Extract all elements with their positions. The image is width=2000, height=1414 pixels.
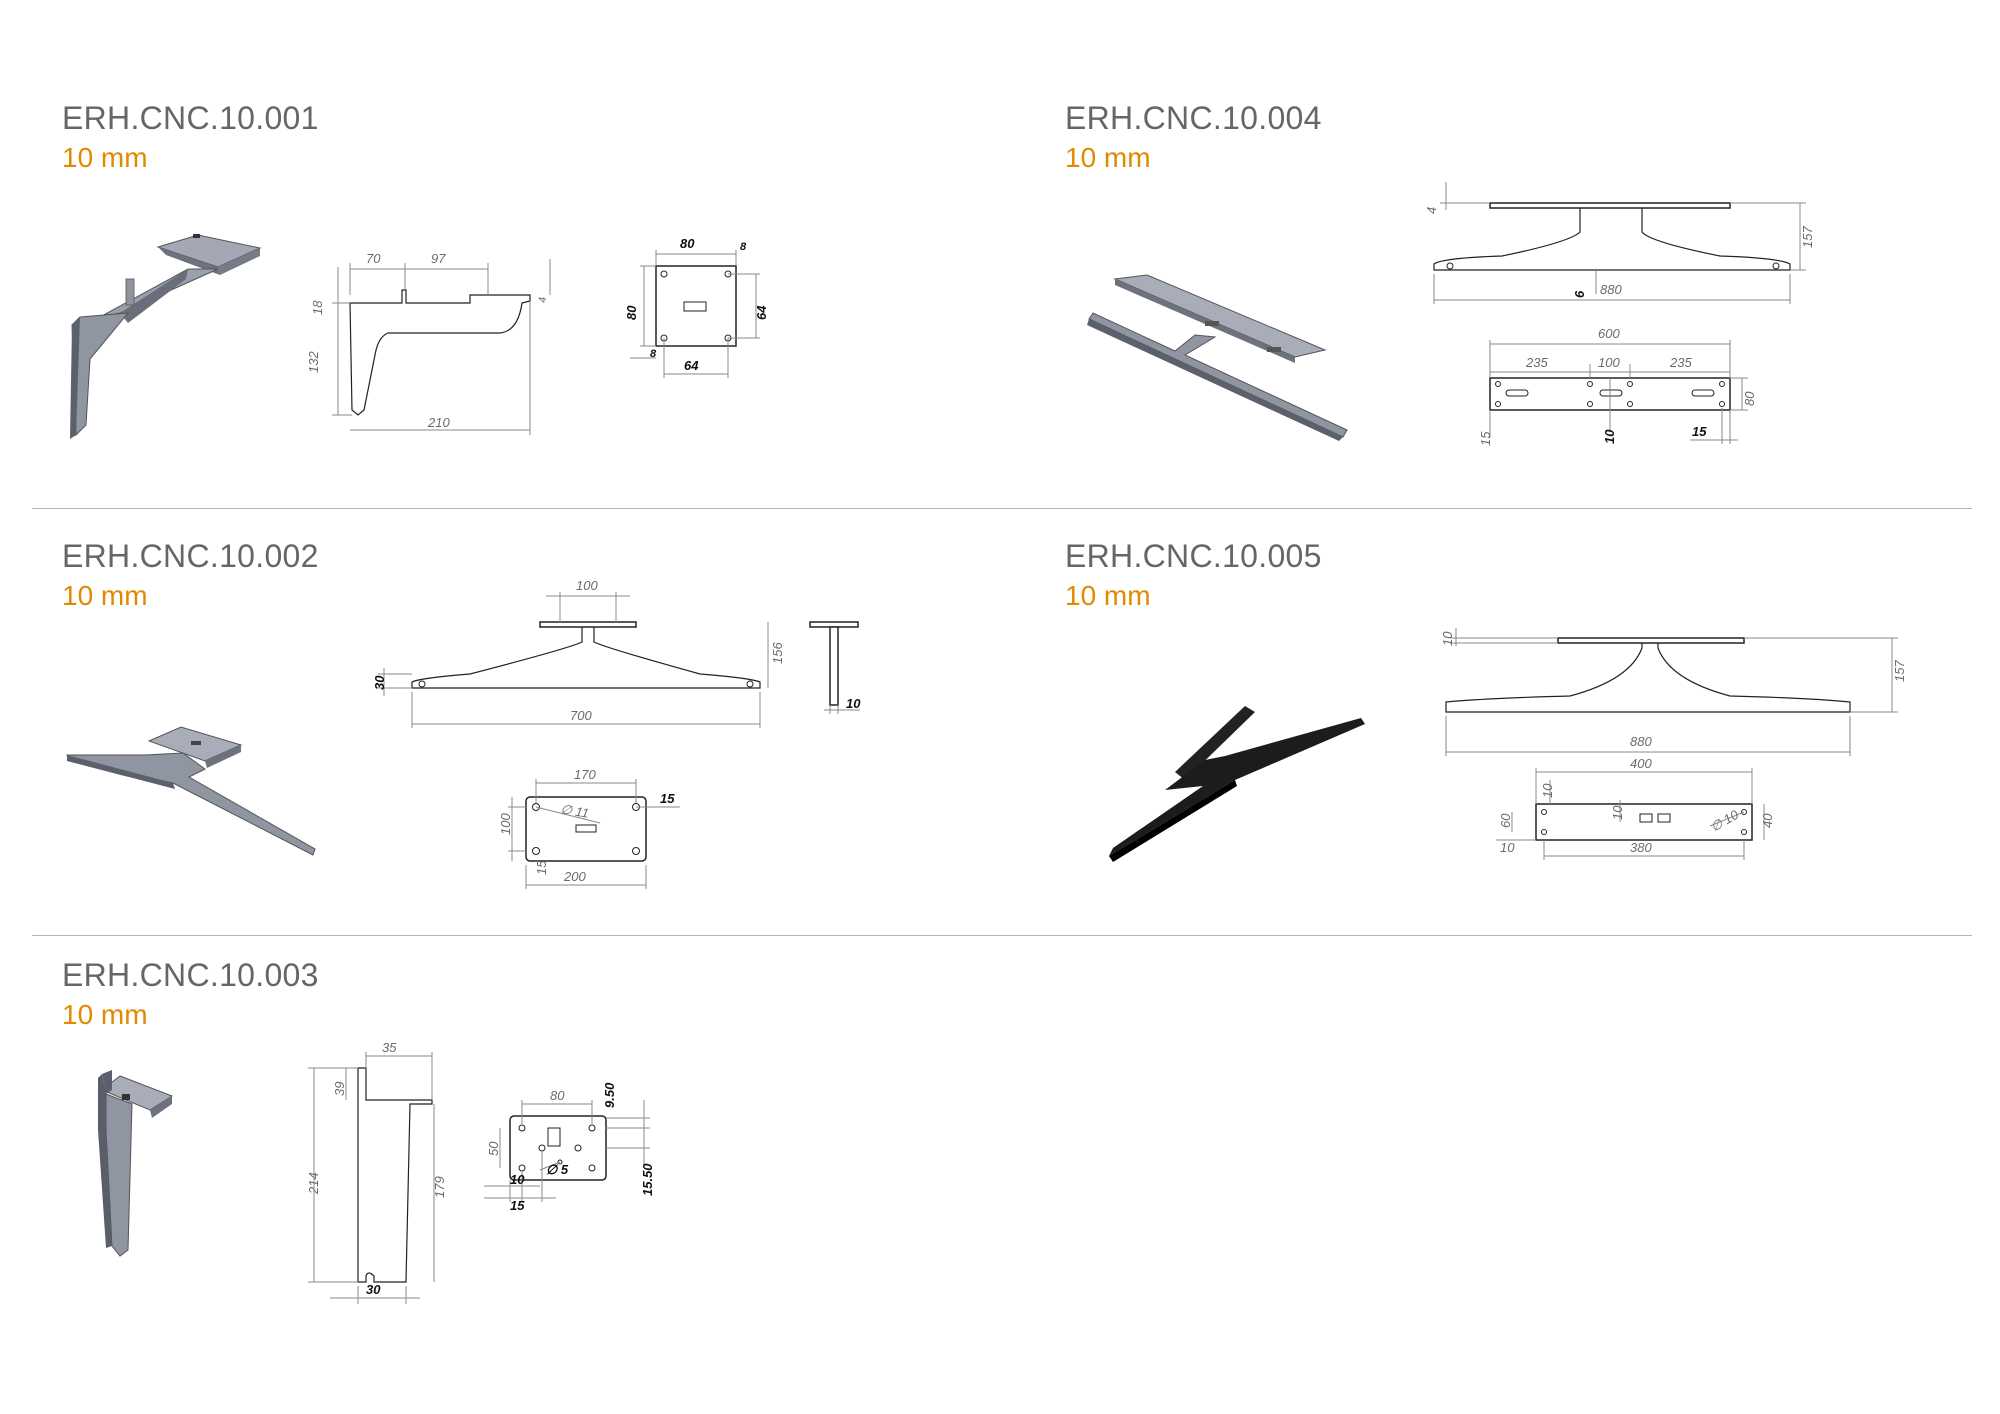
svg-text:157: 157 xyxy=(1892,660,1907,682)
product-thickness: 10 mm xyxy=(1065,580,1151,611)
top-view-drawing: 170 ∅ 11 100 15 200 15 xyxy=(498,767,680,889)
product-code: ERH.CNC.10.001 xyxy=(62,100,319,136)
side-view-drawing: 214 39 35 179 30 xyxy=(306,1040,447,1304)
svg-text:880: 880 xyxy=(1600,282,1622,297)
svg-text:80: 80 xyxy=(550,1088,565,1103)
svg-text:8: 8 xyxy=(650,348,657,360)
svg-text:15: 15 xyxy=(660,791,675,806)
svg-text:50: 50 xyxy=(486,1141,501,1156)
side-view-drawing: 18 132 70 97 210 4 xyxy=(306,251,551,435)
svg-text:100: 100 xyxy=(1598,355,1620,370)
product-code: ERH.CNC.10.004 xyxy=(1065,100,1322,136)
svg-text:60: 60 xyxy=(1498,813,1513,828)
svg-text:156: 156 xyxy=(770,642,785,664)
svg-text:380: 380 xyxy=(1630,840,1652,855)
svg-text:880: 880 xyxy=(1630,734,1652,749)
svg-text:10: 10 xyxy=(1610,805,1625,820)
front-view-drawing: 10 xyxy=(809,621,861,714)
svg-text:15.50: 15.50 xyxy=(640,1163,655,1196)
svg-text:10: 10 xyxy=(510,1172,525,1187)
svg-text:30: 30 xyxy=(372,675,387,690)
svg-text:600: 600 xyxy=(1598,326,1620,341)
product-render xyxy=(1109,706,1365,862)
svg-text:200: 200 xyxy=(563,869,586,884)
svg-text:15: 15 xyxy=(1692,424,1707,439)
svg-text:15: 15 xyxy=(510,1198,525,1213)
svg-text:64: 64 xyxy=(684,358,699,373)
product-render xyxy=(98,1070,174,1257)
svg-text:157: 157 xyxy=(1800,226,1815,248)
svg-text:700: 700 xyxy=(570,708,592,723)
svg-text:15: 15 xyxy=(534,860,549,875)
svg-text:6: 6 xyxy=(1572,290,1587,298)
section-divider xyxy=(32,935,1972,936)
svg-text:9.50: 9.50 xyxy=(602,1082,617,1108)
product-code: ERH.CNC.10.005 xyxy=(1065,538,1322,574)
svg-text:35: 35 xyxy=(382,1040,397,1055)
svg-text:39: 39 xyxy=(332,1082,347,1096)
svg-text:210: 210 xyxy=(427,415,450,430)
product-code: ERH.CNC.10.002 xyxy=(62,538,319,574)
svg-text:97: 97 xyxy=(431,251,446,266)
product-thickness: 10 mm xyxy=(62,999,148,1030)
svg-text:4: 4 xyxy=(537,297,549,303)
svg-text:8: 8 xyxy=(740,241,747,253)
svg-text:10: 10 xyxy=(1440,631,1455,646)
top-view-drawing: 400 10 10 60 ∅ 10 40 10 380 xyxy=(1496,756,1775,860)
side-view-drawing: 10 157 880 xyxy=(1440,628,1907,756)
svg-text:80: 80 xyxy=(680,236,695,251)
product-thickness: 10 mm xyxy=(1065,142,1151,173)
svg-text:170: 170 xyxy=(574,767,596,782)
product-thickness: 10 mm xyxy=(62,580,148,611)
svg-text:214: 214 xyxy=(306,1172,321,1195)
svg-text:70: 70 xyxy=(366,251,381,266)
svg-text:10: 10 xyxy=(1602,429,1617,444)
svg-text:4: 4 xyxy=(1424,207,1439,214)
product-thickness: 10 mm xyxy=(62,142,148,173)
svg-text:10: 10 xyxy=(1540,783,1555,798)
svg-text:10: 10 xyxy=(1500,840,1515,855)
top-view-drawing: 600 235 100 235 15 80 10 15 xyxy=(1478,326,1757,446)
side-view-drawing: 4 157 880 6 xyxy=(1424,182,1815,304)
svg-text:∅ 11: ∅ 11 xyxy=(559,801,590,821)
product-render xyxy=(66,726,316,856)
product-code: ERH.CNC.10.003 xyxy=(62,957,319,993)
svg-text:30: 30 xyxy=(366,1282,381,1297)
svg-text:64: 64 xyxy=(754,305,769,320)
svg-text:80: 80 xyxy=(624,305,639,320)
svg-text:∅ 5: ∅ 5 xyxy=(546,1162,569,1177)
svg-text:18: 18 xyxy=(310,300,325,315)
svg-text:15: 15 xyxy=(1478,431,1493,446)
svg-text:400: 400 xyxy=(1630,756,1652,771)
svg-text:40: 40 xyxy=(1760,813,1775,828)
section-divider xyxy=(32,508,1972,509)
side-view-drawing: 100 30 700 156 xyxy=(372,578,785,728)
top-view-drawing: 80 50 9.50 15.50 ∅ 5 10 15 xyxy=(484,1082,655,1213)
svg-text:179: 179 xyxy=(432,1176,447,1198)
svg-text:80: 80 xyxy=(1742,391,1757,406)
product-render xyxy=(1087,274,1348,441)
svg-text:235: 235 xyxy=(1669,355,1692,370)
svg-text:235: 235 xyxy=(1525,355,1548,370)
svg-text:10: 10 xyxy=(846,696,861,711)
top-view-drawing: 80 80 64 64 8 8 xyxy=(624,236,769,378)
product-render xyxy=(70,234,262,439)
svg-text:132: 132 xyxy=(306,351,321,373)
svg-text:100: 100 xyxy=(576,578,598,593)
svg-text:100: 100 xyxy=(498,813,513,835)
